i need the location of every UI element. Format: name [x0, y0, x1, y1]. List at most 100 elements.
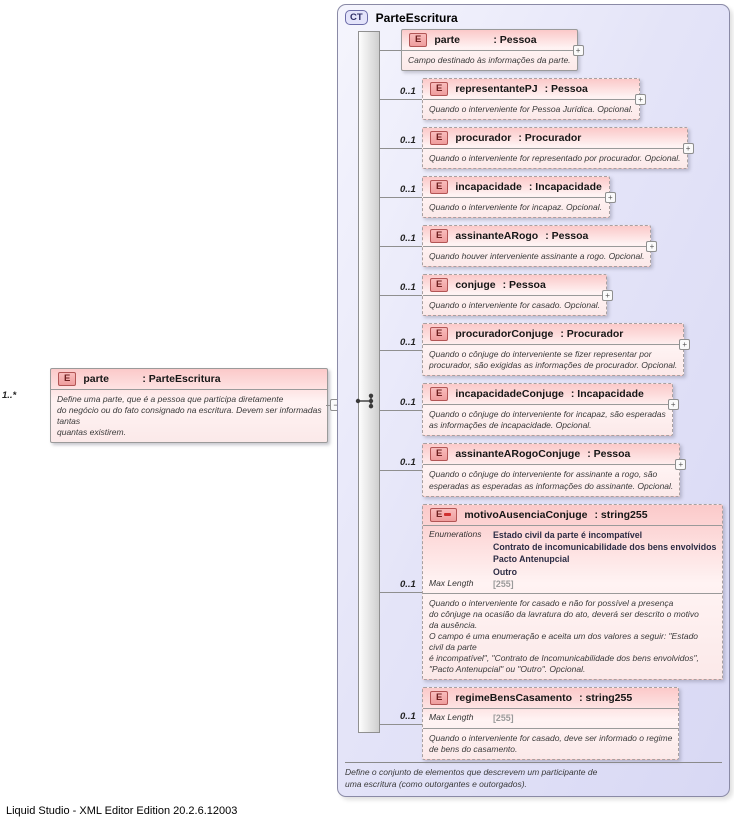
element-annotation: Quando o cônjuge do interveniente for in…: [429, 409, 666, 431]
element-row: 0..1 E incapacidadeConjuge : Incapacidad…: [338, 383, 725, 437]
element-type: : Pessoa: [545, 230, 589, 243]
element-icon: E: [430, 447, 449, 462]
element-row: 0..1 E conjuge : Pessoa Quando o interve…: [338, 274, 725, 317]
element-type: : Pessoa: [587, 448, 631, 461]
cardinality-label: 0..1: [400, 710, 416, 722]
app-version-label: Liquid Studio - XML Editor Edition 20.2.…: [6, 805, 238, 817]
element-name: parte: [434, 34, 461, 46]
element-box-parte[interactable]: E parte : Pessoa Campo destinado às info…: [401, 29, 584, 72]
element-row: 0..1 E assinanteARogo : Pessoa Quando ho…: [338, 225, 725, 268]
element-annotation: Quando o cônjuge do interveniente for as…: [429, 469, 674, 491]
element-header: E parte : Pessoa: [402, 30, 577, 51]
element-annotation: Quando o interveniente for representado …: [429, 153, 681, 164]
element-box-incapacidadeConjuge[interactable]: E incapacidadeConjuge : Incapacidade Qua…: [422, 383, 679, 437]
cardinality-label: 0..1: [400, 233, 416, 245]
max-length-label: Max Length: [429, 577, 474, 588]
element-icon: E: [430, 387, 449, 402]
enumerations-label: Enumerations: [429, 528, 482, 539]
element-name: incapacidade: [455, 181, 522, 194]
element-icon: E: [58, 372, 77, 386]
source-cardinality-label: 1..*: [2, 390, 17, 401]
element-type: : Procurador: [518, 132, 582, 145]
element-name: representantePJ: [455, 83, 538, 96]
expand-button[interactable]: +: [682, 143, 694, 155]
expand-button[interactable]: +: [675, 459, 687, 471]
element-row: 0..1 E regimeBensCasamento : string255 M…: [338, 687, 725, 760]
element-box-motivoAusenciaConjuge[interactable]: E motivoAusenciaConjuge : string255 Enum…: [422, 503, 724, 681]
sequence-bar: [358, 31, 380, 733]
element-annotation: Quando houver interveniente assinante a …: [429, 251, 645, 262]
enumerations-row: Enumerations Estado civil da parte é inc…: [429, 529, 716, 578]
element-box-incapacidade[interactable]: E incapacidade : Incapacidade Quando o i…: [422, 176, 616, 219]
element-box-procuradorConjuge[interactable]: E procuradorConjuge : Procurador Quando …: [422, 323, 691, 377]
expand-button[interactable]: +: [635, 94, 647, 106]
element-box-assinanteARogo[interactable]: E assinanteARogo : Pessoa Quando houver …: [422, 225, 658, 268]
element-icon: E: [430, 278, 449, 293]
max-length-label: Max Length: [429, 712, 474, 723]
cardinality-label: 0..1: [400, 457, 416, 469]
complex-type-annotation: Define o conjunto de elementos que descr…: [345, 762, 722, 790]
element-icon: E: [430, 131, 449, 146]
complex-type-container[interactable]: CT ParteEscritura E parte : Pessoa Campo…: [337, 4, 730, 797]
element-box-regimeBensCasamento[interactable]: E regimeBensCasamento : string255 Max Le…: [422, 687, 680, 760]
element-row: 0..1 E incapacidade : Incapacidade Quand…: [338, 176, 725, 219]
element-icon: E: [430, 507, 458, 522]
element-header: E regimeBensCasamento : string255: [423, 688, 679, 710]
element-icon: E: [430, 180, 449, 195]
cardinality-label: 0..1: [400, 184, 416, 196]
element-box-conjuge[interactable]: E conjuge : Pessoa Quando o intervenient…: [422, 274, 614, 317]
element-header: E motivoAusenciaConjuge : string255: [423, 505, 723, 526]
element-header: E conjuge : Pessoa: [423, 275, 607, 297]
source-element-header: E parte : ParteEscritura: [51, 369, 327, 390]
expand-button[interactable]: +: [604, 192, 616, 204]
enumeration-values: Estado civil da parte é incompatível Con…: [493, 529, 717, 577]
cardinality-label: 0..1: [400, 579, 416, 590]
expand-button[interactable]: +: [602, 290, 614, 302]
element-type: : string255: [579, 692, 633, 705]
element-rows: E parte : Pessoa Campo destinado às info…: [338, 29, 725, 767]
element-annotation: Quando o interveniente for casado e não …: [429, 598, 699, 675]
cardinality-label: 0..1: [400, 135, 416, 147]
element-name: conjuge: [455, 279, 496, 292]
element-row: E parte : Pessoa Campo destinado às info…: [338, 29, 725, 72]
element-header: E procurador : Procurador: [423, 128, 687, 150]
element-name: incapacidadeConjuge: [455, 388, 564, 401]
expand-button[interactable]: +: [646, 241, 658, 253]
element-type: : Pessoa: [502, 279, 546, 292]
expand-button[interactable]: +: [679, 339, 691, 351]
element-icon: E: [430, 691, 449, 706]
element-row: 0..1 E motivoAusenciaConjuge : string255…: [338, 503, 725, 681]
source-element-box[interactable]: E parte : ParteEscritura Define uma part…: [50, 368, 328, 444]
expand-button[interactable]: +: [572, 45, 584, 56]
element-type: : Pessoa: [493, 34, 537, 46]
element-type: : Pessoa: [544, 83, 588, 96]
element-type: : Incapacidade: [570, 388, 644, 401]
element-name: assinanteARogo: [455, 230, 539, 243]
element-box-assinanteARogoConjuge[interactable]: E assinanteARogoConjuge : Pessoa Quando …: [422, 443, 687, 497]
cardinality-label: 0..1: [400, 86, 416, 98]
element-header: E incapacidadeConjuge : Incapacidade: [423, 384, 672, 406]
element-name: regimeBensCasamento: [455, 692, 573, 705]
element-annotation: Quando o interveniente for casado. Opcio…: [429, 300, 601, 311]
element-type: : Procurador: [560, 328, 624, 341]
expand-button[interactable]: +: [667, 399, 679, 411]
source-element-annotation: Define uma parte, que é a pessoa que par…: [57, 394, 322, 438]
element-row: 0..1 E assinanteARogoConjuge : Pessoa Qu…: [338, 443, 725, 497]
complex-type-icon: CT: [345, 10, 368, 25]
element-box-representantePJ[interactable]: E representantePJ : Pessoa Quando o inte…: [422, 78, 647, 121]
complex-type-header: CT ParteEscritura: [345, 10, 458, 25]
element-annotation: Quando o interveniente for Pessoa Jurídi…: [429, 104, 634, 115]
element-box-procurador[interactable]: E procurador : Procurador Quando o inter…: [422, 127, 694, 170]
cardinality-label: 0..1: [400, 396, 416, 408]
element-header: E procuradorConjuge : Procurador: [423, 324, 684, 346]
element-name: procuradorConjuge: [455, 328, 554, 341]
source-element-name: parte: [83, 373, 110, 385]
source-element-type: : ParteEscritura: [142, 373, 221, 385]
cardinality-label: 0..1: [400, 282, 416, 294]
max-length-value: [255]: [493, 578, 514, 589]
element-name: procurador: [455, 132, 512, 145]
facets-section: Enumerations Estado civil da parte é inc…: [423, 526, 723, 595]
max-length-value: [255]: [493, 713, 514, 724]
element-name: assinanteARogoConjuge: [455, 448, 581, 461]
